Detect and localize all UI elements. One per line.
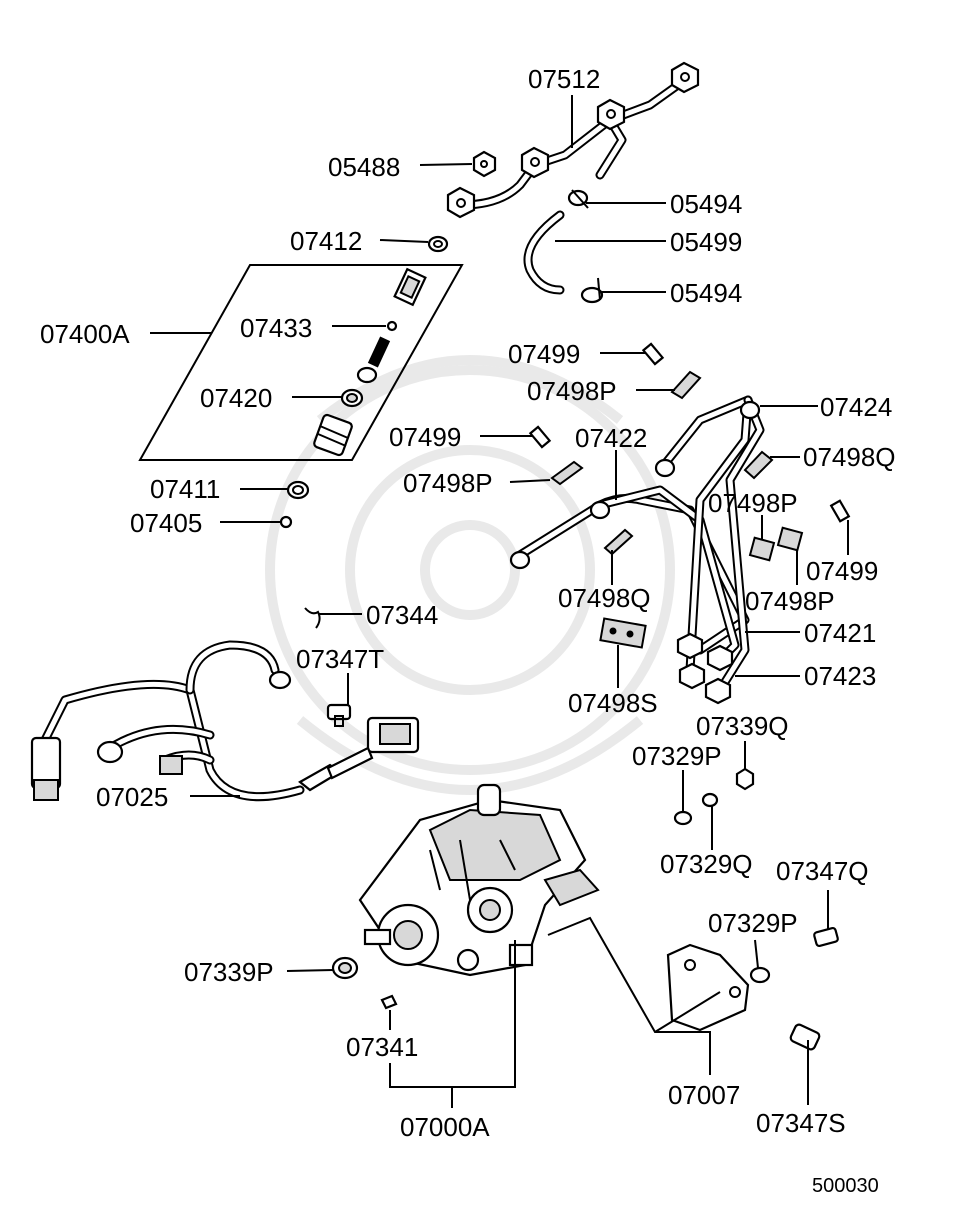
- label-07498P-b: 07498P: [403, 468, 493, 498]
- key-07341: [380, 994, 398, 1010]
- label-07498S: 07498S: [568, 688, 658, 718]
- label-07499-a: 07499: [508, 339, 580, 369]
- bracket-07007: [666, 943, 750, 1032]
- label-07412: 07412: [290, 226, 362, 256]
- injection-pump-07000A: [358, 783, 600, 977]
- label-07420: 07420: [200, 383, 272, 413]
- label-07341: 07341: [346, 1032, 418, 1062]
- clip-07344: [304, 607, 321, 629]
- label-07344: 07344: [366, 600, 438, 630]
- nozzle-holder: [393, 267, 427, 307]
- label-07329P-a: 07329P: [632, 741, 722, 771]
- label-07405: 07405: [130, 508, 202, 538]
- clamp-05494-upper: [567, 189, 589, 209]
- label-07329P-b: 07329P: [708, 908, 798, 938]
- label-07025: 07025: [96, 782, 168, 812]
- solenoid-connector: [326, 716, 420, 780]
- seal-07405: [279, 515, 293, 529]
- part-labels: 07512 05488 05494 07412 05499 05494 0740…: [40, 64, 896, 1197]
- nut-07339Q: [735, 767, 755, 791]
- washer-07329Q: [701, 792, 719, 808]
- bolt-07499-c: [829, 499, 851, 523]
- washer-07329P-b: [749, 966, 771, 984]
- clamp-07498P-b: [550, 460, 584, 486]
- clamp-07498S: [599, 617, 647, 649]
- nozzle-body: [313, 413, 353, 457]
- label-07498P-a: 07498P: [527, 376, 617, 406]
- nut-07339P: [331, 956, 359, 980]
- label-07422: 07422: [575, 423, 647, 453]
- clamp-07498P-d: [776, 526, 804, 552]
- bolt-07347Q: [813, 926, 839, 948]
- label-07424: 07424: [820, 392, 892, 422]
- clamp-07498P-c: [748, 536, 776, 562]
- figure-number: 500030: [812, 1175, 879, 1197]
- washer-07412: [427, 235, 449, 253]
- label-07411: 07411: [150, 474, 220, 504]
- retaining-nut: [340, 388, 364, 408]
- spring: [367, 336, 391, 368]
- samurai-helmet-icon: [265, 355, 675, 795]
- label-07339P: 07339P: [184, 957, 274, 987]
- leader-lines: [150, 95, 849, 1108]
- hose-05499: [523, 210, 565, 295]
- clamp-05494-lower: [580, 277, 604, 304]
- washer-07329P-a: [673, 810, 693, 826]
- label-07433: 07433: [240, 313, 312, 343]
- clamp-07498P-a: [670, 370, 702, 400]
- label-07498Q-b: 07498Q: [558, 583, 651, 613]
- label-07000A: 07000A: [400, 1112, 490, 1142]
- label-07400A: 07400A: [40, 319, 130, 349]
- bolt-07347S: [789, 1023, 821, 1051]
- label-07347Q: 07347Q: [776, 856, 869, 886]
- label-05494-upper: 05494: [670, 189, 742, 219]
- label-05494-lower: 05494: [670, 278, 742, 308]
- label-07339Q: 07339Q: [696, 711, 789, 741]
- label-07007: 07007: [668, 1080, 740, 1110]
- fuel-pipe-07512: [446, 61, 700, 219]
- label-07347S: 07347S: [756, 1108, 846, 1138]
- label-07499-c: 07499: [806, 556, 878, 586]
- nozzle-kit-07400A: [138, 264, 464, 461]
- label-07498P-c: 07498P: [708, 488, 798, 518]
- label-07347T: 07347T: [296, 644, 384, 674]
- label-07498P-d: 07498P: [745, 586, 835, 616]
- label-07421: 07421: [804, 618, 876, 648]
- washer-07411: [286, 480, 310, 500]
- bolt-07499-a: [641, 342, 665, 366]
- label-07499-b: 07499: [389, 422, 461, 452]
- label-07512: 07512: [528, 64, 600, 94]
- label-07329Q: 07329Q: [660, 849, 753, 879]
- label-07498Q-a: 07498Q: [803, 442, 896, 472]
- label-05488: 05488: [328, 152, 400, 182]
- bolt-07347T: [326, 703, 352, 727]
- label-07423: 07423: [804, 661, 876, 691]
- clamp-07498Q-b: [603, 528, 634, 556]
- injection-pipes: [509, 395, 765, 705]
- nut-05488: [472, 150, 497, 178]
- label-05499: 05499: [670, 227, 742, 257]
- clamp-07498Q-a: [743, 450, 774, 480]
- bolt-07499-b: [528, 425, 552, 449]
